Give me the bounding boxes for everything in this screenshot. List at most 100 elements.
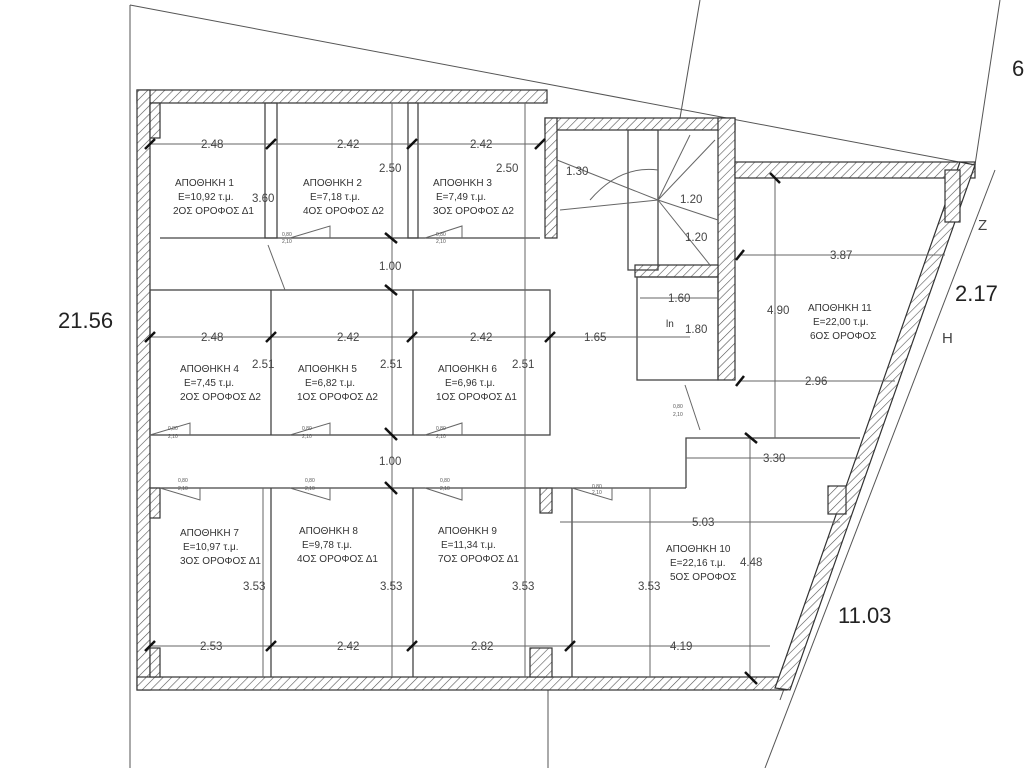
room-3: ΑΠΟΘΗΚΗ 3 Ε=7,49 τ.μ. 3ΟΣ ΟΡΟΦΟΣ Δ2	[433, 178, 514, 217]
room-4: ΑΠΟΘΗΚΗ 4 Ε=7,45 τ.μ. 2ΟΣ ΟΡΟΦΟΣ Δ2	[180, 364, 261, 403]
plot-boundary	[129, 0, 1001, 768]
plot-right-lower: 11.03	[838, 603, 891, 628]
room-11: ΑΠΟΘΗΚΗ 11 Ε=22,00 τ.μ. 6ΟΣ ΟΡΟΦΟΣ	[808, 303, 876, 342]
room-area: Ε=10,92 τ.μ.	[178, 192, 234, 203]
room-6: ΑΠΟΘΗΚΗ 6 Ε=6,96 τ.μ. 1ΟΣ ΟΡΟΦΟΣ Δ1	[436, 364, 517, 403]
staircase	[556, 129, 719, 271]
room-floor: 7ΟΣ ΟΡΟΦΟΣ Δ1	[438, 554, 519, 565]
door-height: 2,10	[168, 434, 178, 440]
door-height: 2,10	[305, 486, 315, 492]
dim-label: 2.82	[471, 641, 493, 653]
room-floor: 1ΟΣ ΟΡΟΦΟΣ Δ2	[297, 392, 378, 403]
room-name: ΑΠΟΘΗΚΗ 10	[666, 544, 731, 555]
door-width: 0,80	[592, 484, 602, 490]
door-height: 2,10	[592, 490, 602, 496]
dim-label: 1.00	[379, 261, 401, 273]
dim-label: 4.19	[670, 641, 692, 653]
room-floor: 4ΟΣ ΟΡΟΦΟΣ Δ2	[303, 206, 384, 217]
dimension-ticks	[144, 138, 781, 685]
doors	[149, 225, 701, 501]
dimension-lines	[150, 103, 945, 677]
door-width: 0,80	[178, 478, 188, 484]
dim-label: 2.96	[805, 376, 827, 388]
door-width: 0,80	[673, 404, 683, 410]
room-floor: 2ΟΣ ΟΡΟΦΟΣ Δ2	[180, 392, 261, 403]
dim-label: 1.65	[584, 332, 606, 344]
dim-label: 3.53	[380, 581, 402, 593]
room-area: Ε=10,97 τ.μ.	[183, 542, 239, 553]
plot-left-side: 21.56	[58, 308, 113, 333]
room-floor: 2ΟΣ ΟΡΟΦΟΣ Δ1	[173, 206, 254, 217]
dim-label: 4.48	[740, 557, 762, 569]
dim-label: 2.53	[200, 641, 222, 653]
room-area: Ε=7,18 τ.μ.	[310, 192, 360, 203]
dim-label: 1.60	[668, 293, 690, 305]
door-width: 0,80	[168, 426, 178, 432]
dim-label: 2.50	[496, 163, 518, 175]
corner-partial: 6	[1012, 56, 1024, 81]
dim-label: 1.00	[379, 456, 401, 468]
dim-label: 2.48	[201, 139, 223, 151]
corner-h: H	[942, 330, 953, 347]
room-name: ΑΠΟΘΗΚΗ 9	[438, 526, 497, 537]
dim-label: 3.87	[830, 250, 852, 262]
dim-label: 4.90	[767, 305, 789, 317]
dim-label: 1.80	[685, 324, 707, 336]
dim-label: 3.53	[638, 581, 660, 593]
room-name: ΑΠΟΘΗΚΗ 7	[180, 528, 239, 539]
exterior-walls	[136, 89, 976, 691]
dim-label: 1.30	[566, 166, 588, 178]
dim-label: 2.50	[379, 163, 401, 175]
room-name: ΑΠΟΘΗΚΗ 11	[808, 303, 872, 314]
dim-label: 2.42	[470, 332, 492, 344]
dimension-labels: 2.48 2.42 2.42 2.50 2.50 3.60 1.30 1.20 …	[200, 139, 852, 653]
door-height: 2,10	[436, 239, 446, 245]
plot-right-upper: 2.17	[955, 281, 998, 306]
dim-label: 1.20	[680, 194, 702, 206]
room-1: ΑΠΟΘΗΚΗ 1 Ε=10,92 τ.μ. 2ΟΣ ΟΡΟΦΟΣ Δ1	[173, 178, 254, 217]
room-area: Ε=7,45 τ.μ.	[184, 378, 234, 389]
room-8: ΑΠΟΘΗΚΗ 8 Ε=9,78 τ.μ. 4ΟΣ ΟΡΟΦΟΣ Δ1	[297, 526, 378, 565]
dim-label: 2.42	[337, 332, 359, 344]
room-area: Ε=6,96 τ.μ.	[445, 378, 495, 389]
dim-label: 2.51	[380, 359, 402, 371]
room-labels: ΑΠΟΘΗΚΗ 1 Ε=10,92 τ.μ. 2ΟΣ ΟΡΟΦΟΣ Δ1 ΑΠΟ…	[173, 178, 876, 583]
lift-label: ln	[666, 319, 674, 330]
door-height: 2,10	[302, 434, 312, 440]
dim-label: 3.53	[512, 581, 534, 593]
door-height: 2,10	[436, 434, 446, 440]
door-width: 0,80	[305, 478, 315, 484]
door-width: 0,80	[436, 232, 446, 238]
room-floor: 5ΟΣ ΟΡΟΦΟΣ	[670, 572, 736, 583]
door-height: 2,10	[178, 486, 188, 492]
room-floor: 6ΟΣ ΟΡΟΦΟΣ	[810, 331, 876, 342]
dim-label: 2.42	[337, 139, 359, 151]
door-width: 0,80	[302, 426, 312, 432]
room-9: ΑΠΟΘΗΚΗ 9 Ε=11,34 τ.μ. 7ΟΣ ΟΡΟΦΟΣ Δ1	[438, 526, 519, 565]
room-5: ΑΠΟΘΗΚΗ 5 Ε=6,82 τ.μ. 1ΟΣ ΟΡΟΦΟΣ Δ2	[297, 364, 378, 403]
room-floor: 3ΟΣ ΟΡΟΦΟΣ Δ1	[180, 556, 261, 567]
room-floor: 3ΟΣ ΟΡΟΦΟΣ Δ2	[433, 206, 514, 217]
room-2: ΑΠΟΘΗΚΗ 2 Ε=7,18 τ.μ. 4ΟΣ ΟΡΟΦΟΣ Δ2	[303, 178, 384, 217]
room-area: Ε=7,49 τ.μ.	[436, 192, 486, 203]
dim-label: 2.48	[201, 332, 223, 344]
room-name: ΑΠΟΘΗΚΗ 2	[303, 178, 362, 189]
dim-label: 1.20	[685, 232, 707, 244]
room-area: Ε=9,78 τ.μ.	[302, 540, 352, 551]
room-area: Ε=11,34 τ.μ.	[441, 540, 496, 551]
room-name: ΑΠΟΘΗΚΗ 4	[180, 364, 239, 375]
room-name: ΑΠΟΘΗΚΗ 5	[298, 364, 357, 375]
room-area: Ε=6,82 τ.μ.	[305, 378, 355, 389]
dim-label: 2.42	[337, 641, 359, 653]
room-floor: 4ΟΣ ΟΡΟΦΟΣ Δ1	[297, 554, 378, 565]
door-labels: 0,80 2,10 0,80 2,10 0,80 2,10 0,80 2,10 …	[168, 232, 683, 496]
dim-label: 2.51	[512, 359, 534, 371]
dim-label: 3.60	[252, 193, 274, 205]
dim-label: 2.51	[252, 359, 274, 371]
dim-label: 3.53	[243, 581, 265, 593]
door-width: 0,80	[282, 232, 292, 238]
door-width: 0,80	[440, 478, 450, 484]
dim-label: 2.42	[470, 139, 492, 151]
room-name: ΑΠΟΘΗΚΗ 1	[175, 178, 234, 189]
door-height: 2,10	[673, 412, 683, 418]
